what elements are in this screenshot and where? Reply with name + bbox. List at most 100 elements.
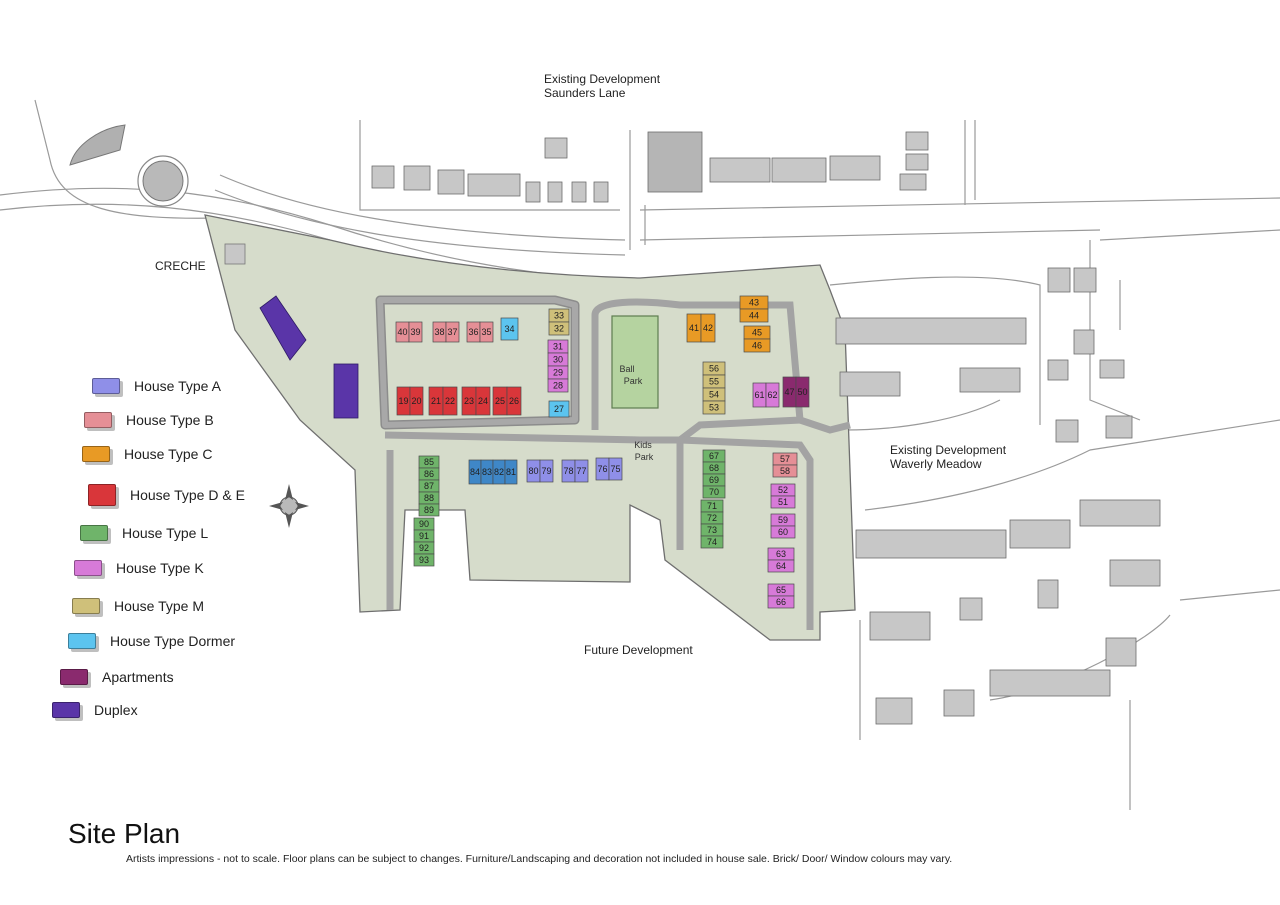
plot-number-label: 92 bbox=[419, 543, 429, 553]
plot-number-label: 88 bbox=[424, 493, 434, 503]
plot-number-label: 46 bbox=[752, 341, 762, 351]
future-development-label: Future Development bbox=[584, 643, 693, 657]
ball-park-label-2: Park bbox=[624, 376, 643, 386]
plot-number-label: 42 bbox=[703, 323, 713, 333]
legend-item-house-type-dormer: House Type Dormer bbox=[68, 629, 235, 653]
plot-number-label: 36 bbox=[468, 327, 478, 337]
plot-number-label: 45 bbox=[752, 328, 762, 338]
existing-development-top-label: Existing Development bbox=[544, 72, 661, 86]
plot-number-label: 81 bbox=[506, 467, 516, 477]
legend-item-house-type-a: House Type A bbox=[92, 374, 221, 398]
plot-64 bbox=[767, 559, 795, 573]
kids-park-label-1: Kids bbox=[634, 440, 652, 450]
plot-number-label: 23 bbox=[464, 396, 474, 406]
duplex-blocks bbox=[224, 243, 359, 419]
plot-number-label: 65 bbox=[776, 585, 786, 595]
legend-label: House Type C bbox=[124, 446, 213, 462]
house-type-a-swatch-icon bbox=[92, 378, 120, 394]
plot-number-label: 43 bbox=[749, 298, 759, 308]
plot-42 bbox=[700, 313, 716, 343]
plot-number-label: 22 bbox=[445, 396, 455, 406]
plot-93 bbox=[413, 553, 435, 567]
plot-number-label: 61 bbox=[754, 390, 764, 400]
plot-number-label: 84 bbox=[470, 467, 480, 477]
plot-26 bbox=[506, 386, 522, 416]
plot-number-label: 67 bbox=[709, 451, 719, 461]
duplex-swatch-icon bbox=[52, 702, 80, 718]
plot-66 bbox=[767, 595, 795, 609]
legend-item-apartments: Apartments bbox=[60, 665, 174, 689]
plot-number-label: 28 bbox=[553, 381, 563, 391]
legend-label: House Type K bbox=[116, 560, 204, 576]
plot-number-label: 39 bbox=[410, 327, 420, 337]
plot-number-label: 52 bbox=[778, 485, 788, 495]
plot-number-label: 55 bbox=[709, 377, 719, 387]
plot-number-label: 24 bbox=[478, 396, 488, 406]
plot-number-label: 53 bbox=[709, 403, 719, 413]
saunders-lane-label: Saunders Lane bbox=[544, 86, 626, 100]
plot-89 bbox=[418, 503, 440, 517]
plot-number-label: 70 bbox=[709, 487, 719, 497]
plot-46 bbox=[743, 338, 771, 353]
plot-number-label: 75 bbox=[610, 464, 620, 474]
plot-number-label: 25 bbox=[495, 396, 505, 406]
plot-number-label: 51 bbox=[778, 497, 788, 507]
ball-park-label-1: Ball bbox=[619, 364, 634, 374]
legend-item-house-type-b: House Type B bbox=[84, 408, 214, 432]
house-type-b-swatch-icon bbox=[84, 412, 112, 428]
plot-number-label: 44 bbox=[749, 311, 759, 321]
plot-number-label: 38 bbox=[434, 327, 444, 337]
legend-item-duplex: Duplex bbox=[52, 698, 138, 722]
house-type-k-swatch-icon bbox=[74, 560, 102, 576]
plot-number-label: 20 bbox=[411, 396, 421, 406]
kids-park-label-2: Park bbox=[635, 452, 654, 462]
legend-label: House Type B bbox=[126, 412, 214, 428]
existing-houses bbox=[371, 131, 1161, 725]
plot-75 bbox=[608, 457, 623, 481]
plot-number-label: 27 bbox=[554, 404, 564, 414]
plot-22 bbox=[442, 386, 458, 416]
plot-27 bbox=[548, 400, 570, 418]
legend-label: House Type L bbox=[122, 525, 209, 541]
legend-item-house-type-c: House Type C bbox=[82, 442, 212, 466]
plot-number-label: 19 bbox=[398, 396, 408, 406]
house-type-de-swatch-icon bbox=[88, 484, 116, 506]
compass-icon bbox=[269, 484, 309, 528]
plot-81 bbox=[504, 459, 518, 485]
plot-34 bbox=[500, 317, 519, 341]
plot-60 bbox=[770, 525, 796, 539]
plot-number-label: 72 bbox=[707, 513, 717, 523]
plot-32 bbox=[548, 321, 570, 336]
plot-number-label: 57 bbox=[780, 454, 790, 464]
legend-label: House Type M bbox=[114, 598, 205, 614]
apartments-swatch-icon bbox=[60, 669, 88, 685]
plot-number-label: 41 bbox=[689, 323, 699, 333]
plot-53 bbox=[702, 400, 726, 415]
plot-number-label: 31 bbox=[553, 342, 563, 352]
site-area bbox=[204, 214, 856, 641]
plot-number-label: 66 bbox=[776, 597, 786, 607]
plot-70 bbox=[702, 485, 726, 499]
plot-35 bbox=[479, 321, 494, 343]
plot-number-label: 59 bbox=[778, 515, 788, 525]
plot-58 bbox=[772, 464, 798, 478]
plot-number-label: 56 bbox=[709, 364, 719, 374]
house-type-dormer-swatch-icon bbox=[68, 633, 96, 649]
plot-number-label: 50 bbox=[797, 387, 807, 397]
plot-51 bbox=[770, 495, 796, 509]
plot-number-label: 85 bbox=[424, 457, 434, 467]
plot-number-label: 35 bbox=[481, 327, 491, 337]
legend-item-house-type-m: House Type M bbox=[72, 594, 204, 618]
house-type-l-swatch-icon bbox=[80, 525, 108, 541]
legend-label: House Type A bbox=[134, 378, 221, 394]
plot-39 bbox=[408, 321, 423, 343]
plot-number-label: 32 bbox=[554, 324, 564, 334]
plot-number-label: 89 bbox=[424, 505, 434, 515]
disclaimer-text: Artists impressions - not to scale. Floo… bbox=[126, 853, 953, 865]
plot-28 bbox=[547, 378, 569, 393]
creche-label: CRECHE bbox=[155, 259, 206, 273]
plot-number-label: 80 bbox=[528, 466, 538, 476]
plot-number-label: 21 bbox=[431, 396, 441, 406]
plot-number-label: 64 bbox=[776, 561, 786, 571]
plot-74 bbox=[700, 535, 724, 549]
